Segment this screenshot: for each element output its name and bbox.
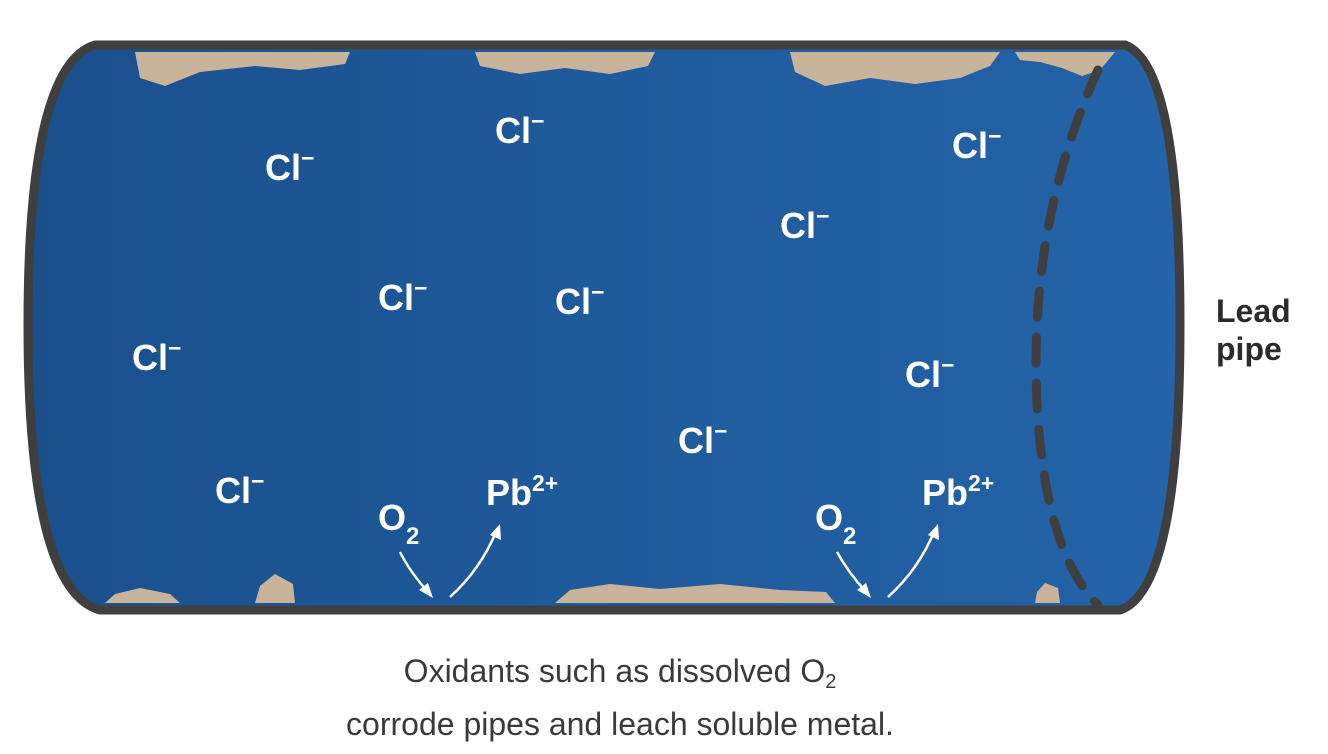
arrowhead-icon — [419, 583, 433, 598]
oxygen-molecule: O2 — [378, 497, 419, 550]
chloride-ion: Cl− — [952, 123, 1001, 166]
chloride-ion: Cl− — [905, 352, 954, 395]
caption-subscript: 2 — [825, 671, 837, 693]
chloride-ion: Cl− — [265, 145, 314, 188]
scale-deposit — [255, 574, 295, 603]
chloride-ion: Cl− — [780, 203, 829, 246]
pipe-label-line2: pipe — [1216, 331, 1282, 367]
arrowhead-icon — [928, 524, 939, 540]
lead-ion: Pb2+ — [922, 470, 994, 513]
chloride-ion: Cl− — [495, 108, 544, 151]
scale-deposit — [1035, 583, 1060, 603]
oxygen-molecule: O2 — [815, 497, 856, 550]
diagram-caption: Oxidants such as dissolved O2 corrode pi… — [160, 650, 1080, 745]
chloride-ion: Cl− — [678, 418, 727, 461]
arrowhead-icon — [857, 583, 871, 598]
scale-deposit — [475, 52, 655, 74]
arrowhead-icon — [490, 524, 501, 540]
pipe-body — [23, 40, 1185, 615]
pipe-end-dashed-outline — [1031, 65, 1103, 610]
lead-release-arrow — [887, 531, 936, 598]
scale-deposit — [555, 584, 835, 603]
pipe-label-line1: Lead — [1216, 293, 1291, 329]
pipe-label: Lead pipe — [1216, 292, 1291, 368]
caption-line-1: Oxidants such as dissolved O2 — [160, 650, 1080, 703]
scale-deposit — [1015, 52, 1115, 76]
chloride-ion: Cl− — [132, 335, 181, 378]
scale-deposit — [790, 52, 1000, 86]
scale-deposit — [135, 52, 350, 86]
lead-release-arrow — [449, 531, 498, 598]
scale-deposit — [105, 588, 180, 603]
caption-line-1-text: Oxidants such as dissolved O — [403, 653, 826, 689]
chloride-ion: Cl− — [378, 275, 427, 318]
chloride-ion: Cl− — [215, 468, 264, 511]
lead-ion: Pb2+ — [486, 470, 558, 513]
caption-line-2: corrode pipes and leach soluble metal. — [346, 706, 894, 742]
chloride-ion: Cl− — [555, 279, 604, 322]
